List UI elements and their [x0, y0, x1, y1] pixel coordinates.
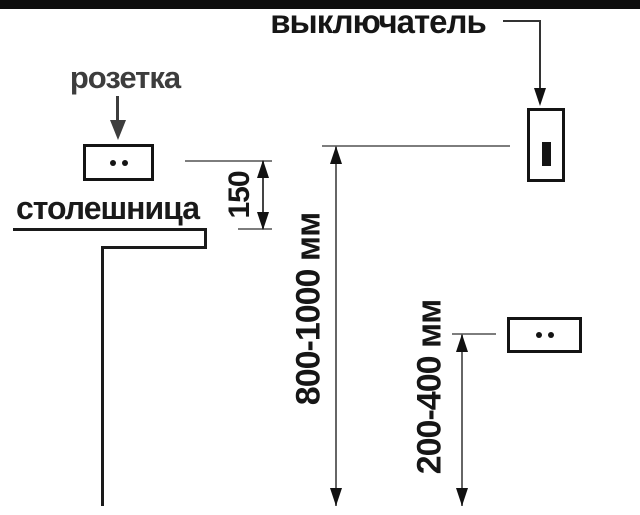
switch-label: выключатель: [270, 3, 487, 40]
dimension-line-150: [262, 161, 264, 229]
dimension-line-800-1000: [335, 146, 337, 506]
socket-hole-dot: [121, 159, 128, 166]
countertop-underside-line: [102, 246, 207, 249]
countertop-surface-line: [13, 228, 207, 231]
socket-arrow-down-icon: [110, 120, 126, 140]
dimension-arrow-down-icon: [257, 212, 269, 230]
countertop-label: столешница: [15, 190, 200, 226]
socket-hole-dot: [535, 332, 542, 338]
floor-line: [0, 0, 640, 9]
extension-line-socket-center: [185, 160, 272, 162]
dimension-arrow-down-icon: [456, 488, 468, 506]
dimension-value-150: 150: [223, 171, 256, 219]
socket-leader-line: [116, 96, 119, 122]
switch-symbol: [527, 108, 565, 182]
dimension-line-200-400: [461, 334, 463, 506]
extension-line-low-socket: [452, 333, 496, 335]
socket-hole-dot: [547, 332, 554, 338]
countertop-edge-line: [204, 228, 207, 249]
socket-symbol-lower: [507, 317, 582, 353]
dimension-arrow-up-icon: [257, 160, 269, 178]
socket-hole-dot: [109, 159, 116, 166]
dimension-arrow-up-icon: [456, 334, 468, 352]
countertop-leg-line: [101, 246, 104, 506]
switch-arrow-down-icon: [534, 88, 546, 106]
extension-line-switch-center: [322, 145, 510, 147]
dimension-arrow-down-icon: [330, 488, 342, 506]
switch-toggle: [542, 142, 551, 166]
dimension-value-200-400: 200-400 мм: [410, 299, 449, 475]
switch-leader-line-horizontal: [503, 20, 541, 22]
socket-symbol-upper: [83, 144, 154, 181]
socket-label: розетка: [69, 60, 181, 95]
dimension-arrow-up-icon: [330, 146, 342, 164]
switch-leader-line-vertical: [539, 20, 541, 90]
dimension-value-800-1000: 800-1000 мм: [289, 212, 328, 406]
extension-line-countertop: [238, 228, 272, 230]
